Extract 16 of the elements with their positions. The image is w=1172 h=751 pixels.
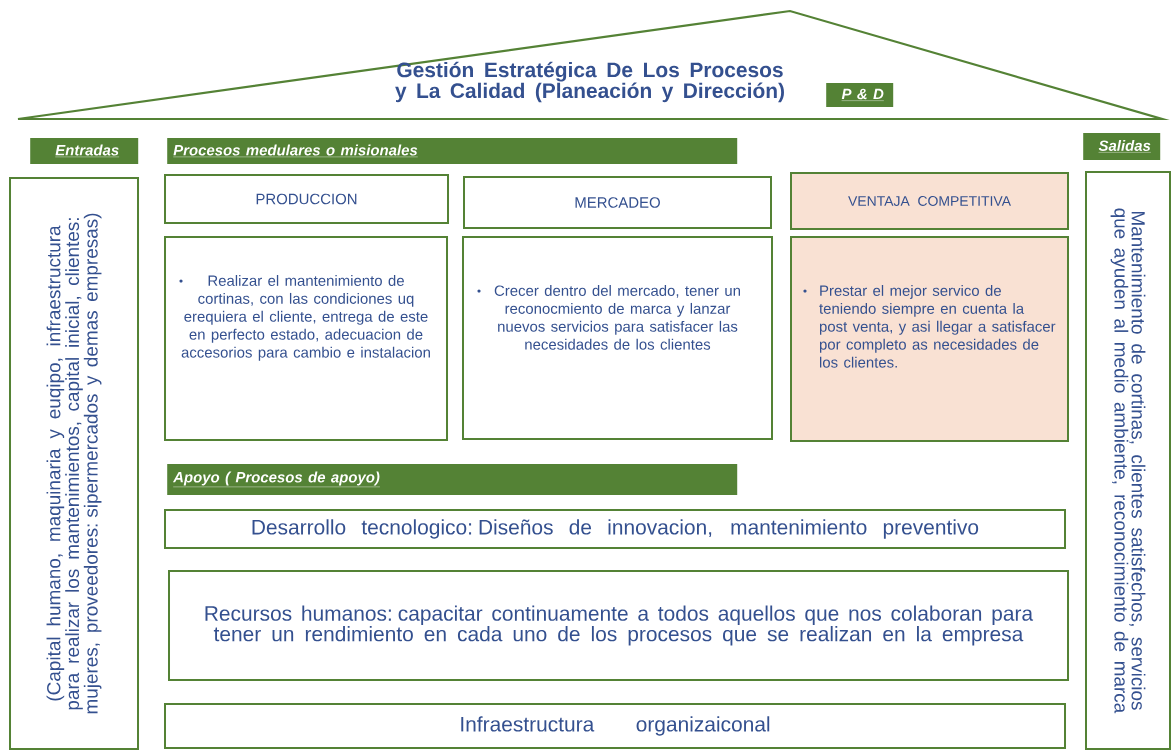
input-box: (Capital humano, maquinaria y euqipo, infraestructura para realizar los mantenimientos, capital inicial, clientes: mujeres, proveedores: sipermercados y demas empresas) xyxy=(9,177,139,750)
support-box: Desarrollo tecnologico: Diseños de innovacion, mantenimiento preventivo xyxy=(164,509,1066,549)
support-box: Infraestructura organizaiconal xyxy=(164,703,1066,749)
section-banner: Salidas xyxy=(1083,133,1161,160)
process-header: PRODUCCION xyxy=(164,174,449,224)
section-banner: Entradas xyxy=(30,138,139,164)
section-banner: P & D xyxy=(826,83,894,107)
process-header: VENTAJA COMPETITIVA xyxy=(790,172,1069,230)
support-box: Recursos humanos: capacitar continuamente a todos aquellos que nos colaboran para tener un rendimiento en cada uno de los procesos que se realizan en la empresa xyxy=(168,570,1069,681)
section-banner: Procesos medulares o misionales xyxy=(167,138,738,164)
section-banner: Apoyo ( Procesos de apoyo) xyxy=(167,464,738,495)
process-box: Realizar el mantenimiento de cortinas, con las condiciones uq erequiera el cliente, entrega de este en perfecto estado, adecuacion de accesorios para cambio e instalacion xyxy=(164,236,448,441)
process-header: MERCADEO xyxy=(463,176,772,229)
output-box: Mantenimiento de cortinas, clientes satisfechos, servicios que ayuden al medio ambiente, reconocimiento de marca xyxy=(1085,171,1171,750)
process-box: Crecer dentro del mercado, tener un reconocmiento de marca y lanzar nuevos servicios para satisfacer las necesidades de los clientes xyxy=(462,236,773,440)
process-box: Prestar el mejor servico de teniendo siempre en cuenta la post venta, y asi llegar a satisfacer por completo as necesidades de los clientes. xyxy=(790,236,1069,442)
